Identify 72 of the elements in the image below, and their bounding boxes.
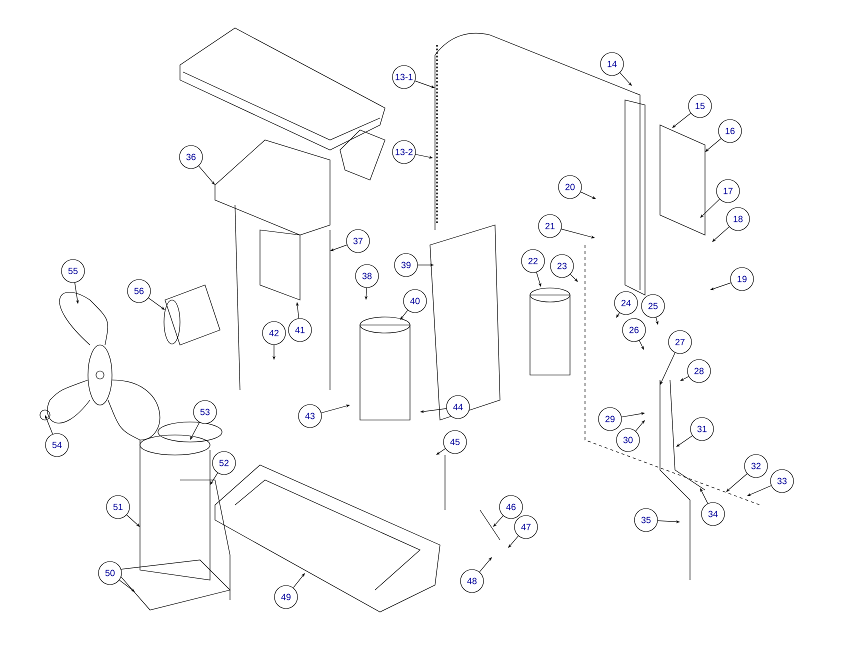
callout-number: 22 (521, 249, 545, 273)
callout-number: 16 (718, 119, 742, 143)
callout-number: 15 (688, 94, 712, 118)
callout-number: 45 (443, 430, 467, 454)
leader-line (680, 376, 689, 381)
leader-line (726, 473, 748, 492)
callout-number: 13-2 (392, 140, 416, 164)
callout-number: 18 (726, 207, 750, 231)
callout-number: 26 (622, 318, 646, 342)
leader-line (635, 420, 645, 432)
callout-number: 28 (687, 359, 711, 383)
callout-number: 43 (298, 404, 322, 428)
callout-number: 49 (274, 585, 298, 609)
leader-line (616, 312, 620, 318)
leader-line (620, 72, 632, 86)
leader-line (148, 298, 165, 310)
leader-line (119, 580, 135, 592)
leader-line (700, 198, 720, 218)
callout-number: 30 (616, 428, 640, 452)
leader-line (700, 488, 708, 504)
callout-number: 27 (668, 330, 692, 354)
callout-number: 36 (179, 145, 203, 169)
callout-number: 46 (499, 495, 523, 519)
leader-line (126, 514, 140, 527)
callout-number: 20 (558, 175, 582, 199)
leader-line (190, 422, 200, 440)
leader-line (570, 274, 578, 282)
leader-line (198, 166, 215, 185)
callout-number: 50 (98, 561, 122, 585)
callout-number: 38 (355, 264, 379, 288)
leader-line (493, 515, 504, 527)
callout-number: 55 (61, 259, 85, 283)
leader-line (705, 138, 722, 152)
callout-number: 31 (690, 417, 714, 441)
callout-number: 32 (744, 454, 768, 478)
callout-number: 19 (730, 267, 754, 291)
callout-number: 25 (641, 294, 665, 318)
callout-number: 17 (716, 179, 740, 203)
leader-line (436, 448, 446, 455)
leader-line (400, 310, 408, 320)
leader-line (660, 352, 676, 385)
callout-number: 47 (514, 515, 538, 539)
callout-number: 37 (346, 229, 370, 253)
callout-number: 56 (127, 279, 151, 303)
leader-line (508, 536, 519, 548)
callout-number: 39 (394, 253, 418, 277)
callout-number: 54 (45, 433, 69, 457)
callout-number: 23 (550, 254, 574, 278)
callout-number: 40 (403, 289, 427, 313)
leader-line (210, 472, 218, 485)
callout-number: 24 (614, 291, 638, 315)
leader-line (638, 340, 644, 350)
leader-line (676, 435, 693, 447)
callout-number: 33 (770, 469, 794, 493)
callout-number: 44 (446, 395, 470, 419)
callout-number: 14 (600, 52, 624, 76)
callout-number: 13-1 (392, 65, 416, 89)
callout-number: 21 (538, 214, 562, 238)
callout-number: 41 (288, 318, 312, 342)
callout-number: 51 (106, 495, 130, 519)
leader-line (672, 112, 692, 128)
callout-number: 52 (212, 451, 236, 475)
leader-line (712, 226, 730, 242)
leader-line (293, 573, 305, 588)
callout-number: 48 (460, 569, 484, 593)
callout-number: 53 (193, 400, 217, 424)
leader-line (580, 192, 596, 199)
callout-number: 34 (701, 502, 725, 526)
leader-line (479, 557, 492, 572)
callout-number: 42 (262, 321, 286, 345)
callout-number: 35 (634, 508, 658, 532)
callout-number: 29 (598, 407, 622, 431)
